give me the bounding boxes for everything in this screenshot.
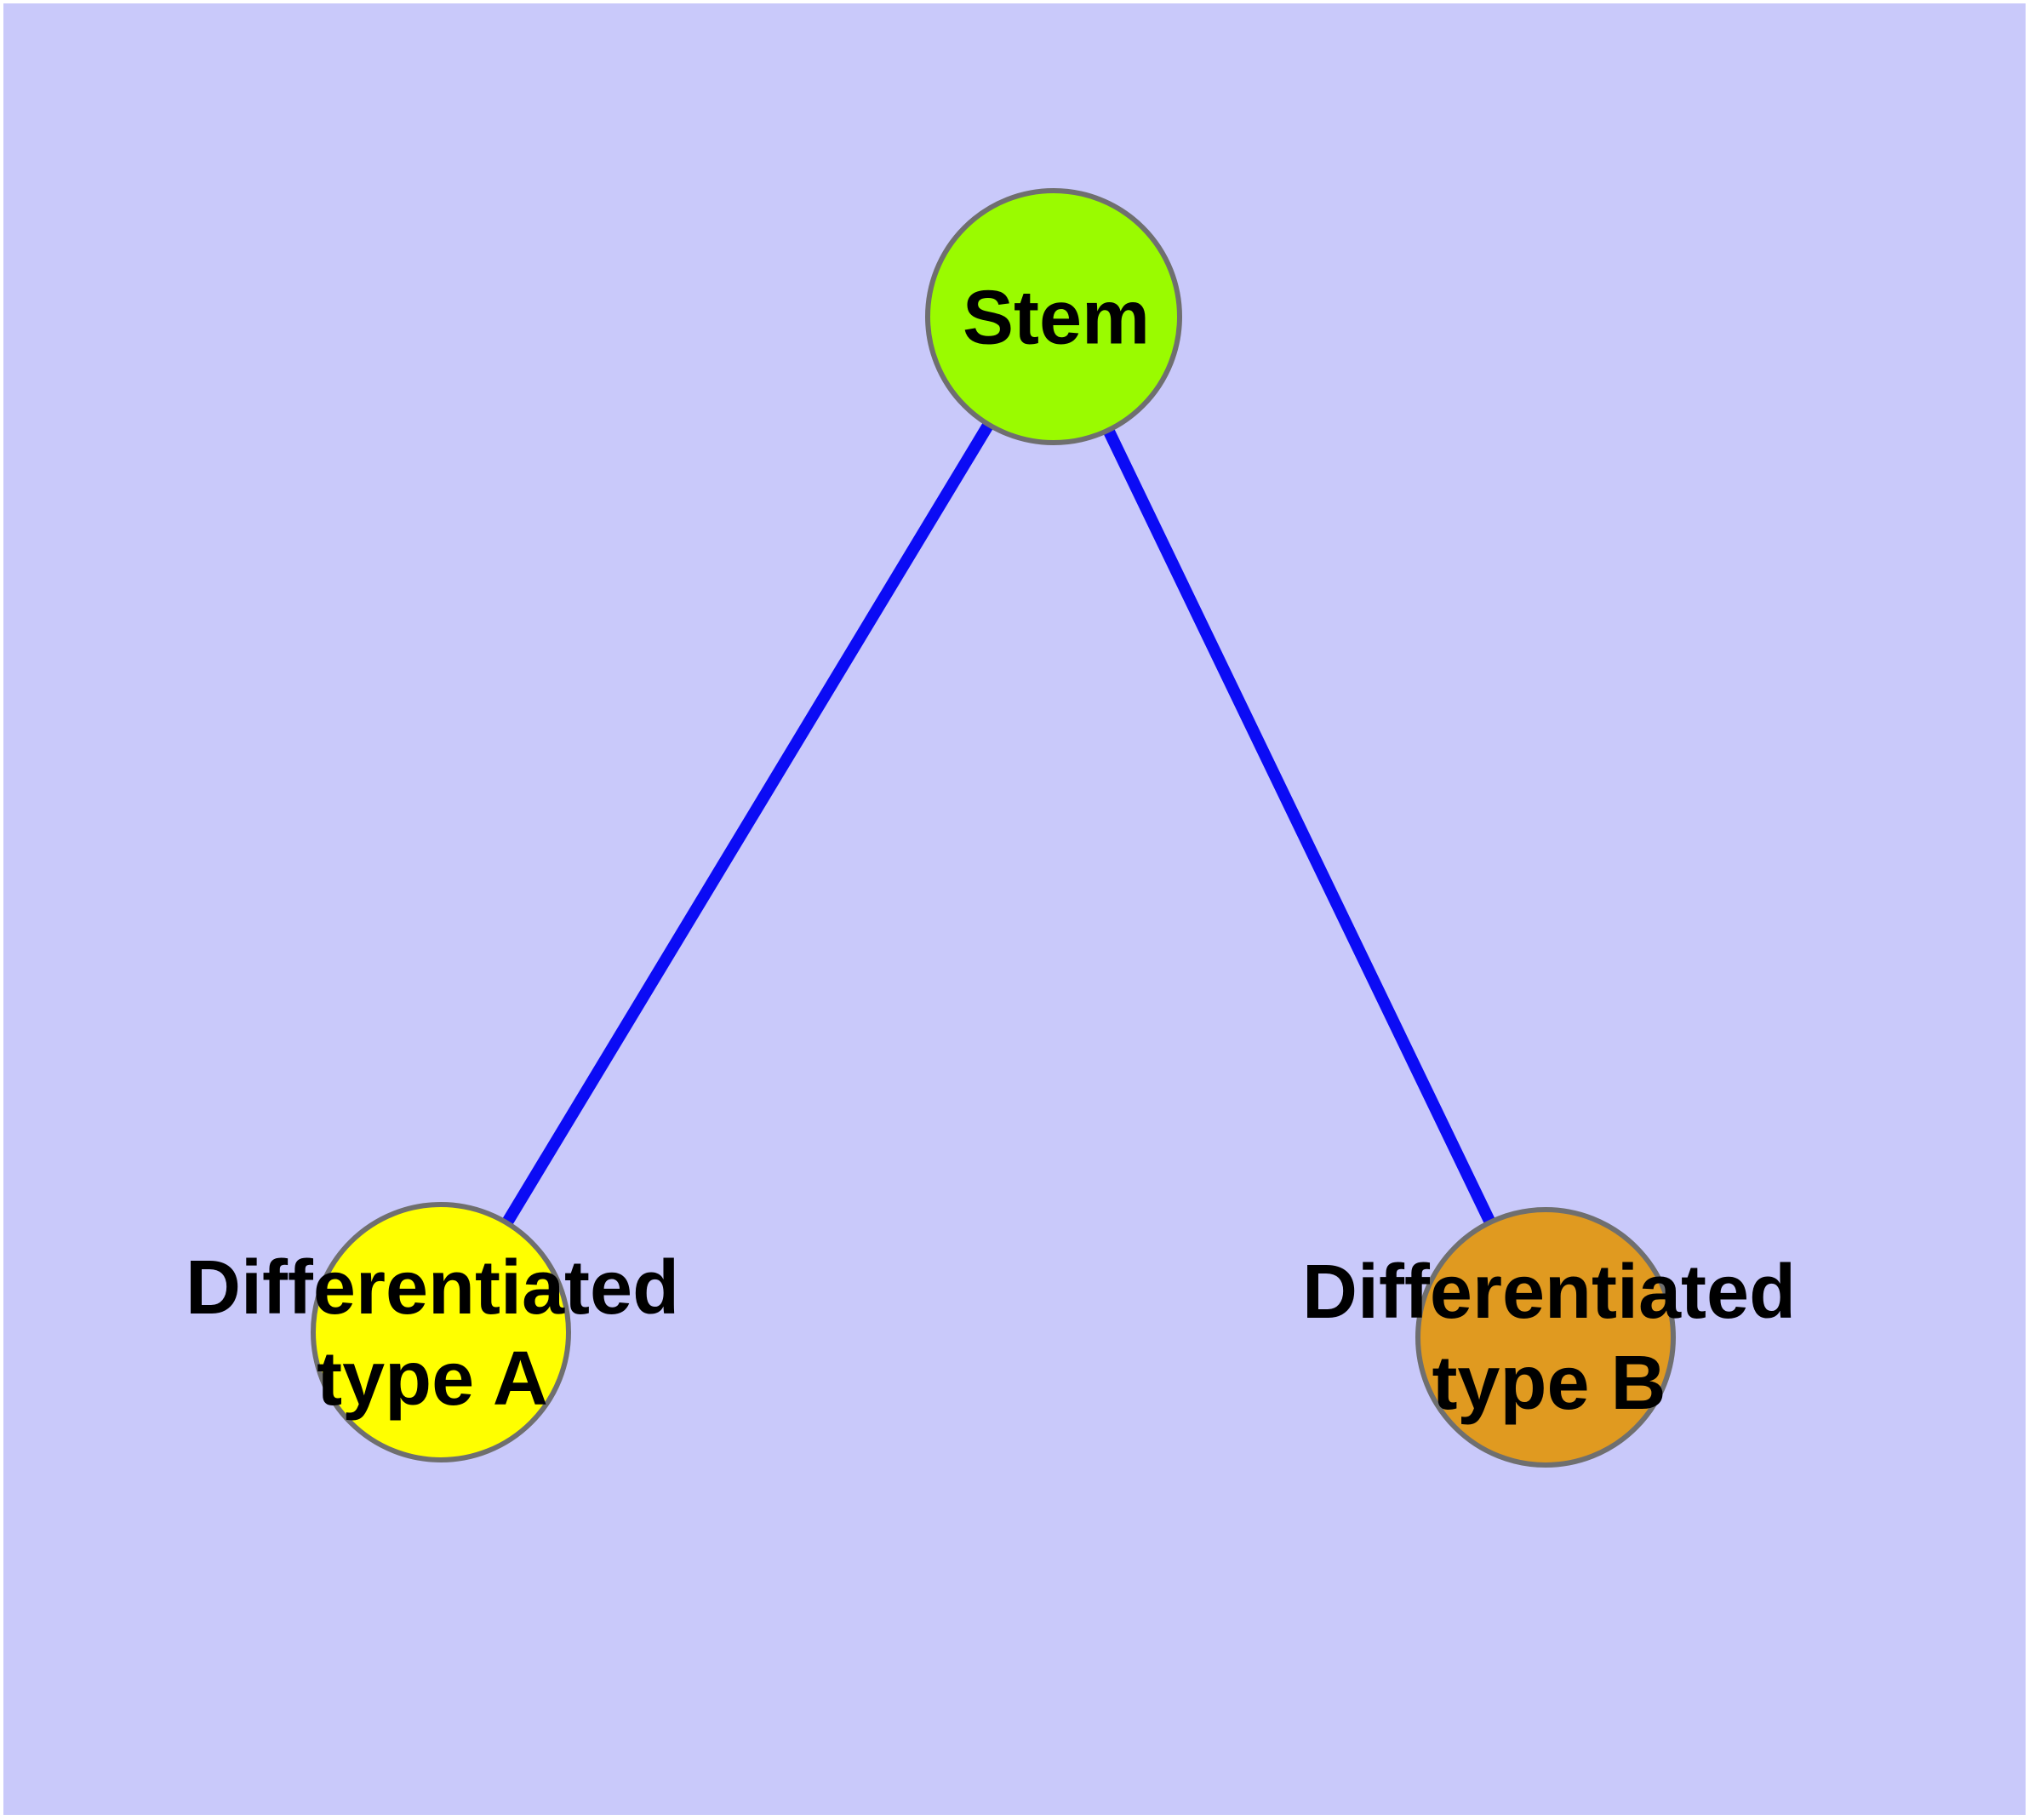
differentiated-type-b-node bbox=[1415, 1207, 1676, 1468]
differentiated-type-b-label-line2: type B bbox=[1432, 1341, 1666, 1426]
differentiated-type-a-label-line2: type A bbox=[317, 1336, 548, 1422]
differentiated-type-a-label: Differentiated type A bbox=[186, 1243, 679, 1425]
edge-stem-to-type-b bbox=[1048, 313, 1552, 1341]
differentiated-type-b-label: Differentiated type B bbox=[1302, 1247, 1796, 1429]
differentiated-type-a-node bbox=[311, 1202, 571, 1462]
stem-node-label-line1: Stem bbox=[962, 275, 1151, 361]
stem-node bbox=[925, 188, 1182, 445]
differentiated-type-b-label-line1: Differentiated bbox=[1301, 1250, 1797, 1335]
differentiated-type-a-label-line1: Differentiated bbox=[185, 1245, 680, 1331]
stem-node-label: Stem bbox=[963, 273, 1150, 364]
edge-stem-to-type-a bbox=[436, 313, 1059, 1336]
